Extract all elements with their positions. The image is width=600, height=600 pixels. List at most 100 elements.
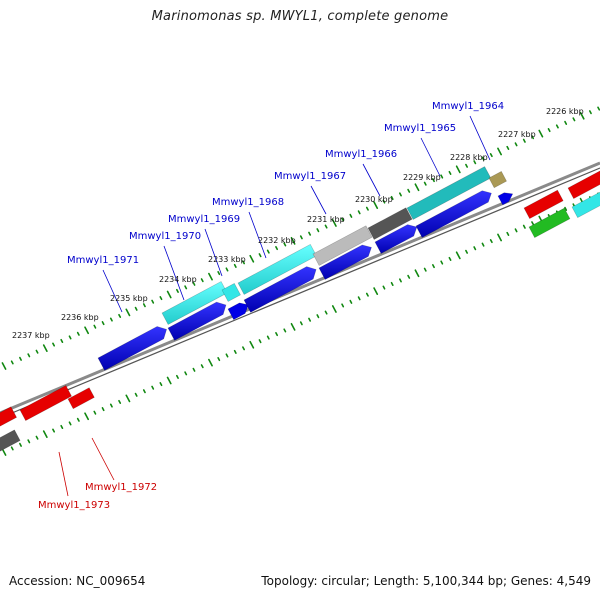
tick-mark	[398, 278, 402, 283]
tick-mark	[390, 195, 394, 200]
tick-mark	[76, 417, 80, 422]
tick-mark	[109, 317, 113, 322]
tick-mark	[217, 357, 221, 362]
tick-mark	[84, 412, 90, 421]
label-leader-line	[91, 437, 115, 481]
tick-mark	[341, 217, 345, 222]
forward-cds-arrow	[167, 301, 227, 341]
tick-mark	[19, 442, 22, 447]
forward-cds-arrow	[497, 192, 514, 206]
reverse-feature	[523, 189, 564, 219]
tick-mark	[225, 267, 229, 272]
tick-mark	[175, 374, 179, 379]
tick-mark	[331, 219, 337, 227]
tick-mark	[42, 344, 48, 353]
tick-mark	[365, 292, 369, 297]
tick-mark	[506, 145, 510, 150]
tick-mark	[290, 236, 296, 245]
tick-mark	[579, 111, 585, 120]
gene-label: Mmwyl1_1971	[67, 255, 139, 266]
tick-mark	[142, 389, 146, 394]
rna-feature	[528, 207, 571, 238]
kbp-label: 2236 kbp	[61, 313, 99, 322]
tick-mark	[564, 206, 568, 211]
tick-mark	[68, 335, 72, 340]
reverse-feature	[567, 170, 600, 199]
tick-mark	[1, 362, 7, 370]
tick-mark	[465, 249, 468, 254]
tick-mark	[242, 260, 245, 265]
tick-mark	[448, 170, 452, 175]
tick-mark	[52, 342, 56, 347]
tick-mark	[382, 199, 386, 204]
backbone-line	[0, 161, 600, 415]
tick-mark	[407, 188, 411, 193]
tick-mark	[84, 326, 90, 335]
tick-mark	[159, 382, 163, 387]
label-leader-line	[469, 115, 491, 161]
forward-feature	[221, 283, 241, 302]
tick-mark	[324, 310, 328, 315]
tick-mark	[489, 239, 493, 244]
tick-mark	[159, 296, 163, 301]
forward-cds-arrow	[227, 302, 249, 320]
tick-mark	[125, 394, 131, 403]
tick-mark	[597, 106, 600, 111]
tick-mark	[208, 358, 213, 367]
kbp-label: 2227 kbp	[498, 130, 536, 139]
tick-mark	[572, 117, 576, 122]
tick-mark	[125, 308, 131, 317]
tick-mark	[93, 410, 97, 415]
tick-mark	[547, 127, 551, 133]
tick-mark	[76, 331, 80, 336]
kbp-label: 2233 kbp	[208, 255, 246, 264]
tick-mark	[151, 299, 155, 304]
outer-tick-ring	[1, 106, 600, 370]
tick-mark	[349, 213, 353, 218]
backbone-line	[0, 167, 600, 419]
tick-mark	[514, 142, 518, 147]
forward-cds-arrow	[318, 244, 372, 280]
tick-mark	[266, 249, 270, 254]
tick-mark	[357, 210, 361, 215]
tick-mark	[349, 299, 353, 304]
tick-mark	[249, 340, 255, 349]
tick-mark	[118, 313, 122, 318]
tick-mark	[506, 231, 510, 236]
kbp-label: 2232 kbp	[258, 236, 296, 245]
gene-label: Mmwyl1_1967	[274, 171, 346, 182]
tick-mark	[60, 424, 64, 430]
forward-cds-arrow	[415, 190, 492, 238]
gene-label: Mmwyl1_1965	[384, 123, 456, 134]
label-leader-line	[204, 228, 223, 277]
tick-mark	[390, 281, 394, 286]
tick-mark	[538, 129, 544, 138]
tick-mark	[52, 428, 56, 433]
tick-mark	[19, 356, 22, 361]
tick-mark	[522, 224, 526, 229]
tick-mark	[308, 317, 312, 322]
kbp-labels: 2226 kbp 2227 kbp 2228 kbp 2229 kbp 2230…	[12, 107, 584, 340]
reverse-feature	[19, 385, 72, 421]
tick-mark	[341, 303, 345, 308]
tick-mark	[432, 178, 435, 183]
tick-mark	[93, 324, 97, 329]
tick-mark	[35, 435, 39, 440]
tick-mark	[258, 339, 262, 344]
tick-mark	[497, 147, 503, 156]
tick-mark	[10, 360, 14, 365]
kbp-label: 2229 kbp	[403, 173, 441, 182]
tick-mark	[407, 274, 411, 279]
tick-mark	[134, 392, 138, 397]
tick-mark	[365, 206, 369, 211]
tick-mark	[373, 201, 379, 209]
genome-summary-text: Topology: circular; Length: 5,100,344 bp…	[261, 574, 591, 588]
feature-track	[0, 166, 600, 452]
tick-mark	[118, 399, 122, 404]
reverse-feature	[67, 387, 95, 410]
tick-mark	[423, 181, 427, 186]
kbp-label: 2230 kbp	[355, 195, 393, 204]
forward-feature	[488, 171, 507, 189]
